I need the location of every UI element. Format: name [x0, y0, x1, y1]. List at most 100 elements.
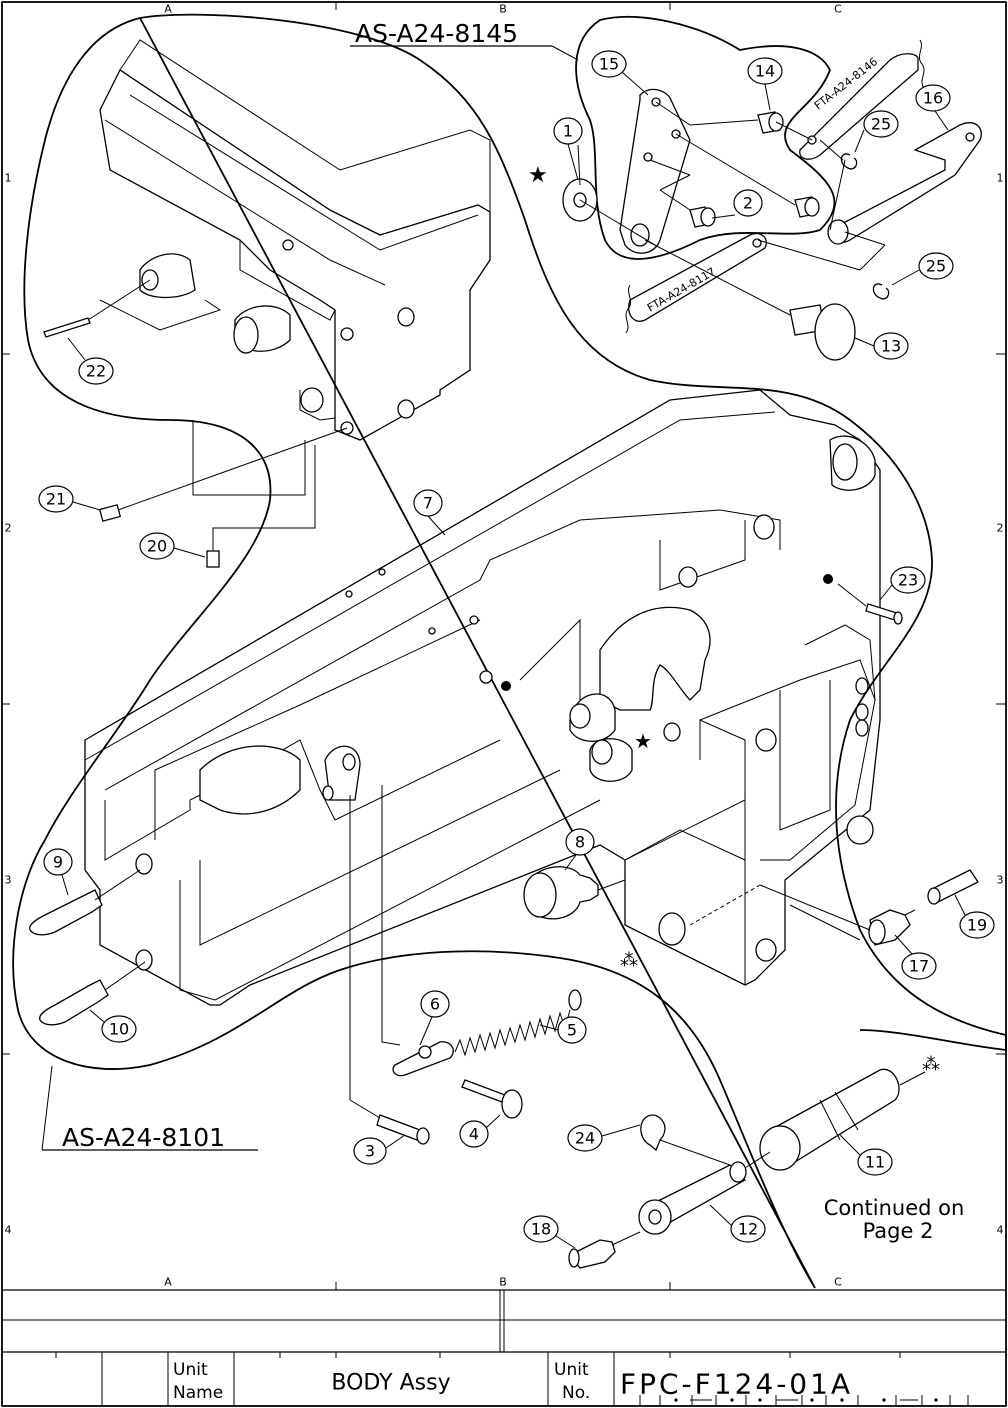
grid-row-label: 3	[997, 874, 1004, 887]
star-marker-icon: ★	[634, 729, 652, 753]
callout-number: 4	[469, 1125, 479, 1144]
callout: 4	[460, 1115, 500, 1147]
star-marker-icon: ★	[528, 163, 548, 188]
callout: 13	[855, 333, 908, 359]
lower-assembly-label: AS-A24-8101	[62, 1123, 225, 1152]
callout-number: 25	[926, 257, 946, 276]
title-block	[2, 1290, 1006, 1406]
reference-dot	[501, 681, 511, 691]
main-body-part-7	[85, 390, 880, 1005]
collar-part-14	[758, 112, 783, 133]
tube-part-19	[928, 870, 978, 904]
break-line	[919, 40, 924, 88]
callout: 3	[354, 1135, 405, 1164]
callout-number: 11	[865, 1153, 885, 1172]
callout: 20	[140, 533, 205, 559]
grid-col-label: B	[499, 3, 507, 16]
shaft-part-12	[639, 1162, 746, 1234]
callout-number: 21	[46, 490, 66, 509]
unit-number-value: FPC-F124-01A	[620, 1368, 853, 1401]
callout-number: 12	[738, 1220, 758, 1239]
callout: 23	[880, 567, 925, 600]
grid-row-label: 1	[997, 172, 1004, 185]
callout: 11	[840, 1135, 892, 1175]
grid-row-label: 4	[997, 1224, 1004, 1237]
callout-number: 14	[755, 62, 775, 81]
callout-number: 16	[923, 89, 943, 108]
upper-frame-part	[100, 40, 490, 440]
callout: 5	[540, 1017, 586, 1043]
retaining-ring-part-24	[641, 1115, 665, 1150]
callout-number: 1	[563, 122, 573, 141]
unit-name-label: Unit	[173, 1360, 208, 1380]
callout-number: 24	[575, 1129, 595, 1148]
callout-number: 9	[53, 853, 63, 872]
callout-number: 25	[871, 115, 891, 134]
callout-number: 19	[967, 916, 987, 935]
callout: 14	[748, 58, 782, 110]
callout: 12	[710, 1205, 765, 1242]
asterisk-marker-icon: ⁂	[620, 950, 638, 971]
reference-dot	[823, 574, 833, 584]
callout: 17	[895, 935, 936, 979]
callout-number: 20	[147, 537, 167, 556]
grid-col-label: A	[164, 1276, 172, 1289]
pin-part-22	[44, 280, 150, 337]
pin-part-3	[377, 1115, 429, 1144]
pin-part-23	[838, 584, 902, 624]
grid-col-label: B	[499, 1276, 507, 1289]
callout-number: 23	[898, 571, 918, 590]
grid-col-label: C	[834, 1276, 842, 1289]
callout-number: 22	[86, 362, 106, 381]
grid-col-label: A	[164, 3, 172, 16]
callout: 7	[414, 490, 445, 535]
plug-part-9	[30, 870, 140, 935]
callout-number: 10	[109, 1020, 129, 1039]
callout: 18	[524, 1216, 575, 1248]
unit-no-label: Unit	[554, 1360, 589, 1380]
callout: 25	[892, 253, 953, 285]
upper-assembly-label: AS-A24-8145	[355, 19, 518, 48]
stud-part-13	[790, 304, 855, 360]
callout: 9	[44, 849, 72, 895]
continued-note-line-1: Continued on	[824, 1196, 965, 1220]
callout-number: 17	[909, 957, 929, 976]
callout-number: 3	[365, 1142, 375, 1161]
grid-col-label: C	[834, 3, 842, 16]
callout: 2	[734, 190, 762, 216]
callout-number: 5	[567, 1021, 577, 1040]
knob-part-8	[524, 867, 625, 919]
grid-row-label: 2	[997, 522, 1004, 535]
set-screw-20	[207, 445, 315, 567]
callout: 22	[68, 338, 113, 384]
callout-number: 13	[881, 337, 901, 356]
continued-note-line-2: Page 2	[863, 1219, 934, 1243]
callout-number: 8	[575, 833, 585, 852]
unit-name-value: BODY Assy	[331, 1371, 450, 1396]
plug-part-10	[40, 962, 145, 1025]
link-rod-16	[828, 123, 981, 244]
unit-no-label: No.	[562, 1383, 590, 1403]
callout: 19	[955, 895, 994, 938]
grid-row-label: 1	[5, 172, 12, 185]
callout: 24	[568, 1125, 640, 1151]
unit-name-label: Name	[173, 1383, 223, 1403]
callout-number: 6	[430, 995, 440, 1014]
set-screw-21	[100, 428, 347, 521]
callout-number: 15	[599, 55, 619, 74]
callout: 15	[592, 51, 648, 95]
callout: 16	[916, 85, 950, 130]
callout: 21	[39, 486, 100, 512]
grid-row-label: 2	[5, 522, 12, 535]
callout-number: 7	[423, 494, 433, 513]
callout: 10	[90, 1010, 136, 1042]
grid-row-label: 4	[5, 1224, 12, 1237]
nipple-part-18	[569, 1240, 615, 1268]
callout-number: 18	[531, 1220, 551, 1239]
callout-number: 2	[743, 194, 753, 213]
screw-part-4	[462, 1080, 522, 1118]
fitting-part-17	[869, 910, 915, 945]
lever-part-6	[393, 1042, 453, 1076]
grid-row-label: 3	[5, 874, 12, 887]
